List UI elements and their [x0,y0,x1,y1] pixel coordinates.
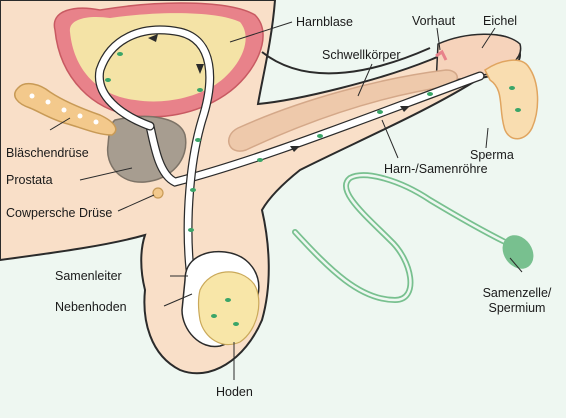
label-schwellkoerper: Schwellkörper [322,48,401,63]
label-blaeschendruese: Bläschendrüse [6,146,89,161]
label-eichel: Eichel [483,14,517,29]
label-samenleiter: Samenleiter [55,269,122,284]
label-samenzelle-line2: Spermium [472,301,562,316]
semen-drop [485,60,538,139]
cowper-gland [153,188,163,198]
label-harn-samenroehre: Harn-/Samenröhre [384,162,488,177]
label-cowpersche-druese: Cowpersche Drüse [6,206,112,221]
label-harnblase: Harnblase [296,15,353,30]
label-sperma: Sperma [470,148,514,163]
label-samenzelle-line1: Samenzelle/ [472,286,562,301]
sperm-cell-illustration [295,175,540,300]
label-samenzelle: Samenzelle/ Spermium [472,286,562,316]
label-prostata: Prostata [6,173,53,188]
label-hoden: Hoden [216,385,253,400]
label-nebenhoden: Nebenhoden [55,300,127,315]
label-vorhaut: Vorhaut [412,14,455,29]
